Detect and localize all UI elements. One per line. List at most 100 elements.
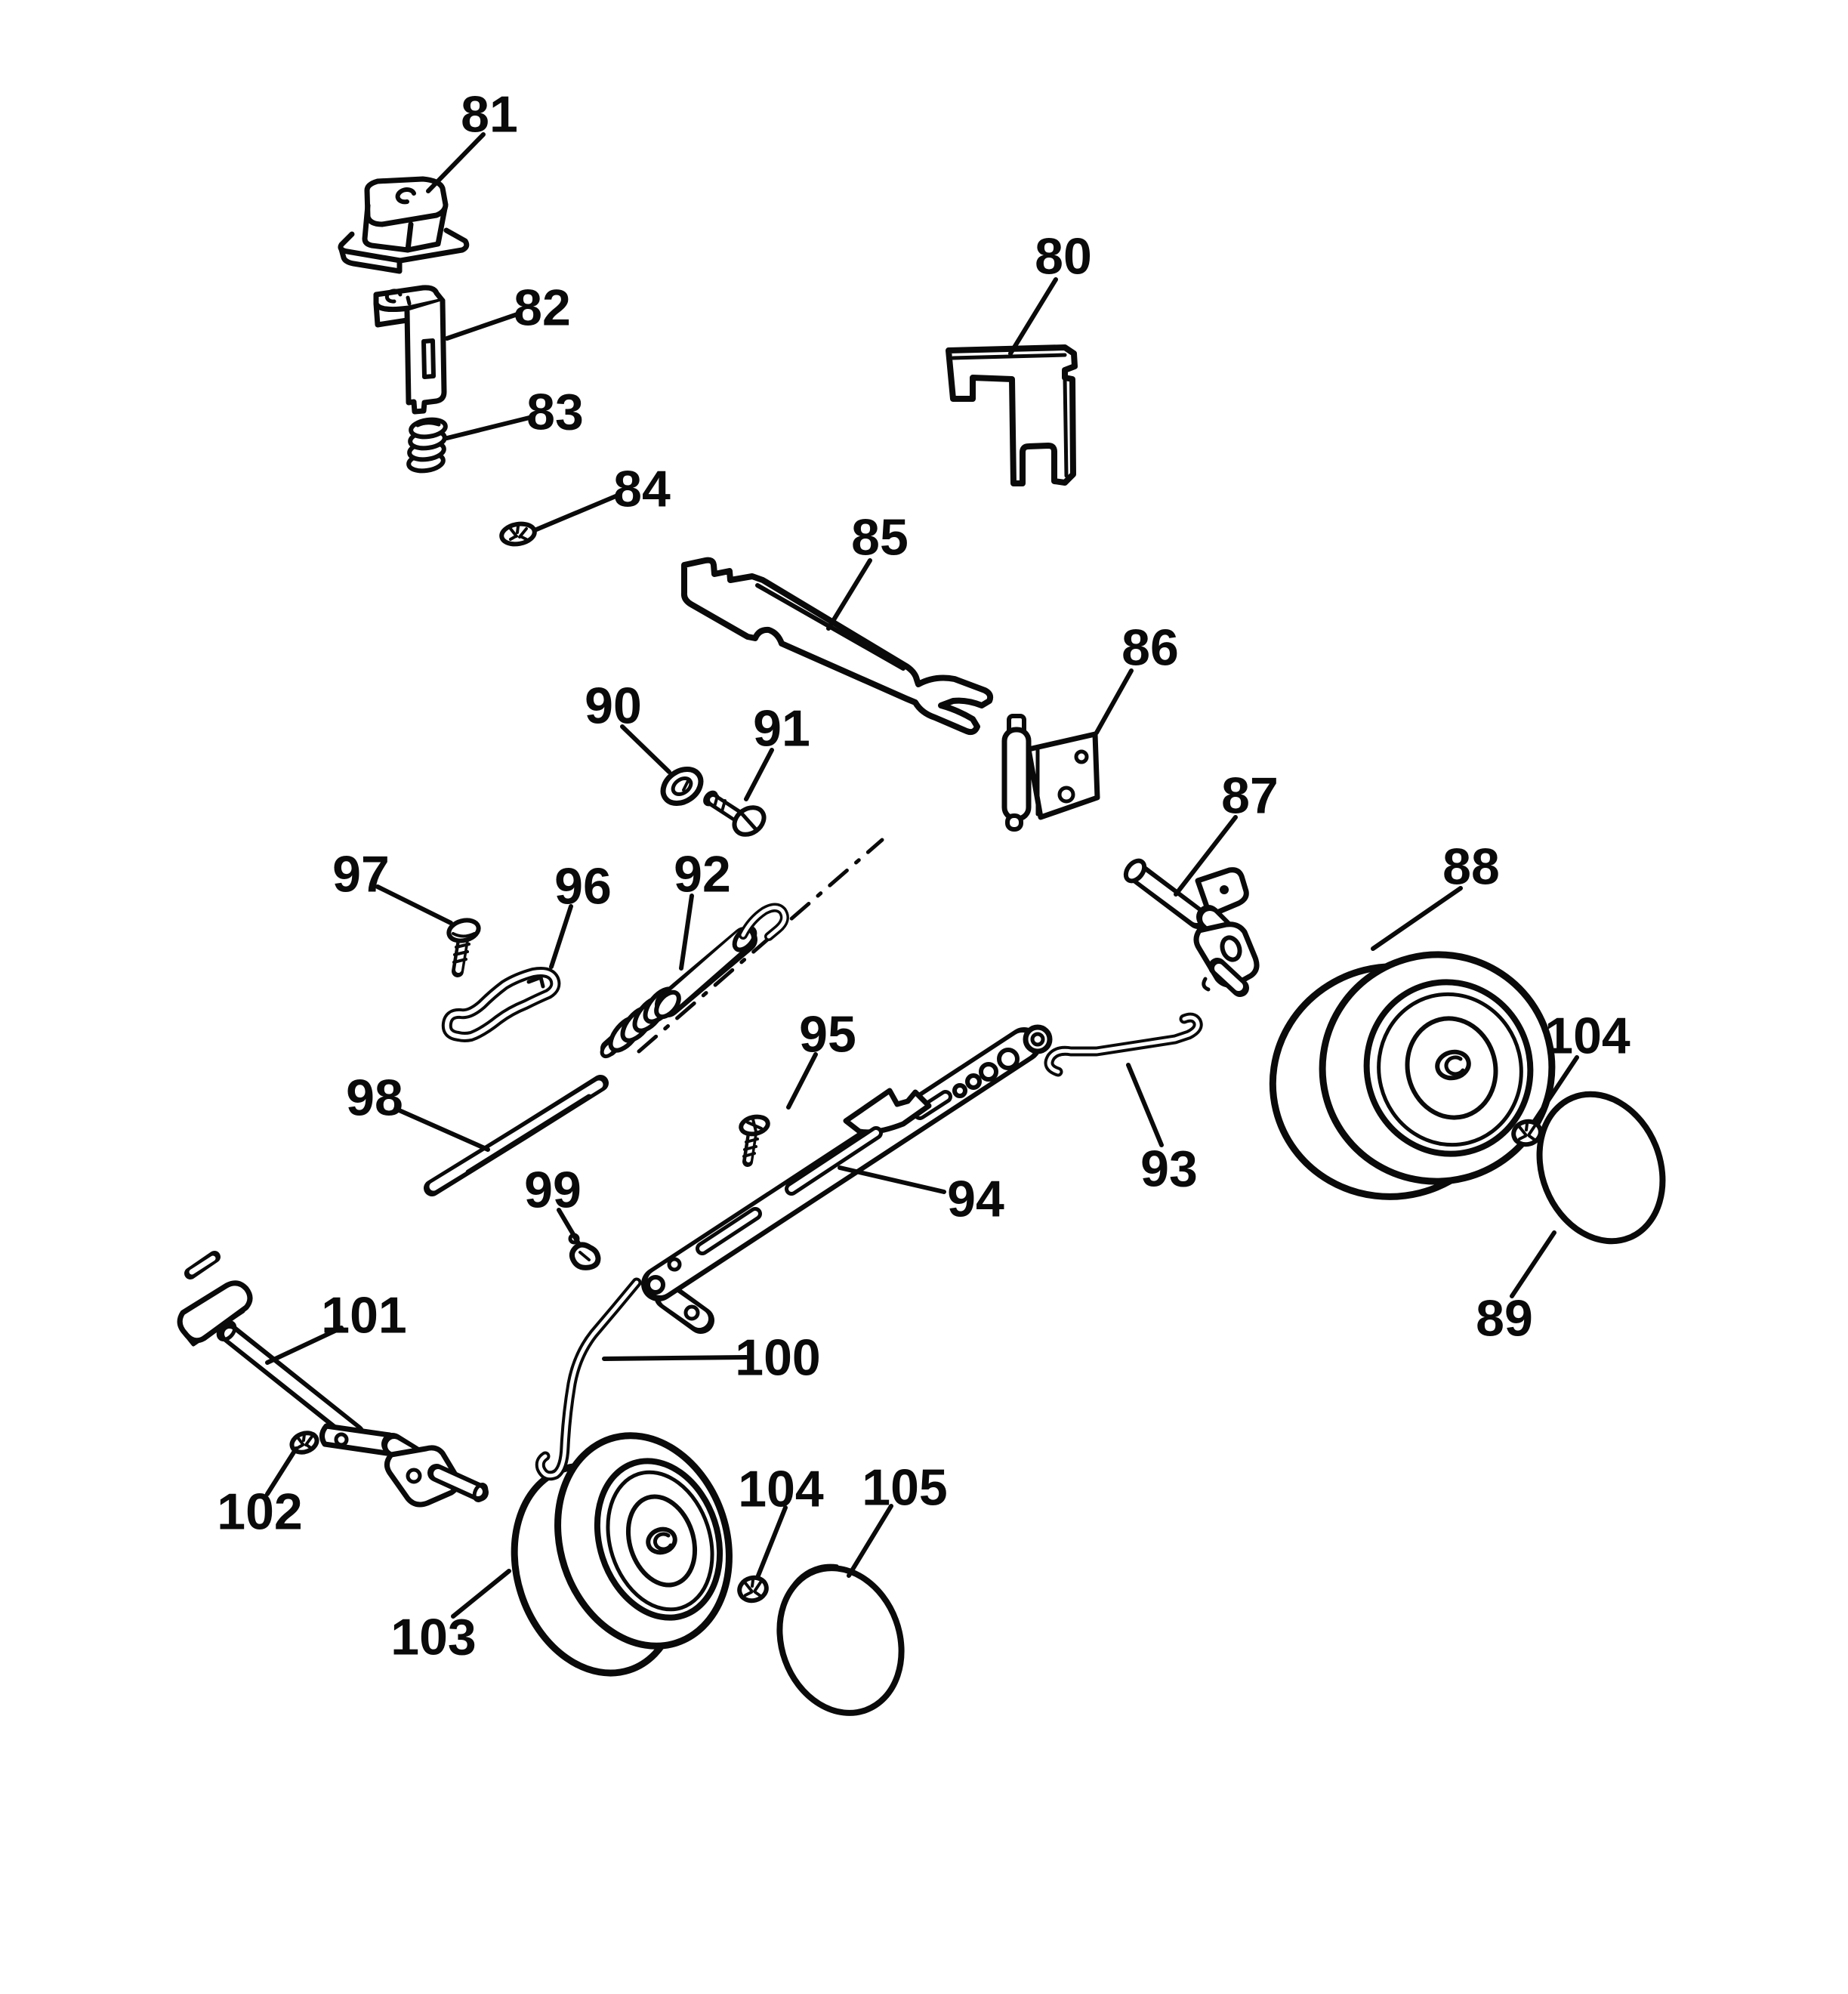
callout-label-91: 91 <box>753 699 810 757</box>
part-100-wire-link <box>535 1277 642 1481</box>
part-103-wheel-assembly <box>511 1432 733 1677</box>
part-line <box>1220 885 1229 894</box>
part-line <box>1202 977 1211 992</box>
part-line <box>433 1469 483 1496</box>
callout-label-85: 85 <box>851 508 909 566</box>
callout-leader-86 <box>1094 668 1134 735</box>
callout-label-104: 104 <box>1544 1007 1630 1064</box>
part-line <box>429 1080 603 1191</box>
callout-label-104: 104 <box>738 1460 824 1517</box>
part-line <box>1074 749 1089 764</box>
callout-label-93: 93 <box>1140 1140 1198 1197</box>
callout-leader-82 <box>445 311 522 341</box>
callout-label-90: 90 <box>585 677 642 734</box>
part-line <box>1044 1012 1203 1077</box>
part-97-screw <box>446 918 481 977</box>
callout-leader-91 <box>744 748 774 801</box>
part-line <box>1057 786 1075 804</box>
callout-leader-102 <box>265 1446 298 1496</box>
part-line <box>1377 992 1523 1147</box>
callout-label-99: 99 <box>524 1161 582 1218</box>
part-line <box>997 1048 1020 1070</box>
part-line <box>578 1251 591 1261</box>
part-85-lever <box>680 557 994 736</box>
part-102-push-nut <box>289 1431 319 1455</box>
part-line <box>465 1094 592 1175</box>
callout-leader-94 <box>838 1165 946 1194</box>
callout-label-82: 82 <box>514 279 571 336</box>
part-86-hinge-bracket <box>1001 714 1100 832</box>
callout-label-84: 84 <box>613 460 671 517</box>
callout-leader-104 <box>1532 1055 1579 1123</box>
part-90-washer <box>660 766 704 807</box>
part-line <box>667 1257 682 1272</box>
callout-leader-84 <box>532 492 622 532</box>
part-line <box>177 176 1666 1716</box>
part-line <box>296 1433 313 1450</box>
part-line <box>421 338 436 379</box>
part-line <box>362 202 414 253</box>
callout-label-103: 103 <box>390 1608 476 1665</box>
part-line <box>742 1137 759 1158</box>
part-91-bolt <box>703 790 767 837</box>
part-line <box>384 1445 461 1508</box>
part-105-hubcap <box>776 1563 905 1716</box>
callout-label-81: 81 <box>461 85 518 143</box>
part-87-axle-arm <box>1123 858 1260 997</box>
part-line <box>1131 867 1202 923</box>
part-line <box>952 1083 967 1098</box>
callout-label-89: 89 <box>1476 1289 1533 1347</box>
part-line <box>224 1329 359 1437</box>
part-line <box>606 1470 714 1612</box>
part-line <box>444 970 558 1039</box>
callout-leader-81 <box>426 132 486 193</box>
callout-label-87: 87 <box>1221 767 1279 824</box>
hub-c-clip-icon <box>1444 1055 1465 1076</box>
part-line <box>1123 858 1147 884</box>
part-line <box>1001 727 1032 822</box>
callout-leader-83 <box>445 415 535 440</box>
part-line <box>776 1565 905 1716</box>
part-line <box>1539 1091 1597 1141</box>
part-line <box>472 1483 489 1502</box>
part-line <box>373 301 410 328</box>
callout-leader-88 <box>1371 886 1463 951</box>
cap-marking <box>395 187 416 205</box>
callout-label-102: 102 <box>217 1483 302 1540</box>
part-line <box>1518 1122 1536 1141</box>
part-line <box>538 1280 639 1478</box>
callout-leader-85 <box>826 558 872 631</box>
hub-c-clip-icon <box>653 1532 673 1551</box>
part-line <box>951 353 1069 478</box>
callout-leader-98 <box>393 1107 490 1152</box>
part-line <box>843 1088 932 1135</box>
callout-leader-92 <box>679 894 694 971</box>
part-line <box>965 1073 982 1090</box>
part-line <box>680 557 994 736</box>
part-line <box>338 227 470 264</box>
part-80-plate-bracket <box>946 344 1078 486</box>
callout-leader-95 <box>786 1052 818 1110</box>
callout-label-94: 94 <box>947 1170 1004 1227</box>
part-88-wheel-assembly <box>1269 951 1556 1200</box>
callout-leader-89 <box>1510 1230 1556 1298</box>
part-84-push-nut <box>499 521 537 547</box>
callout-label-96: 96 <box>554 857 612 915</box>
callout-leader-104 <box>756 1505 788 1578</box>
part-line <box>216 1320 237 1342</box>
part-line <box>189 1255 216 1275</box>
part-line <box>338 246 403 274</box>
part-line <box>452 932 476 938</box>
part-line <box>1030 1032 1045 1047</box>
callout-label-92: 92 <box>674 845 731 903</box>
callout-label-83: 83 <box>526 383 584 440</box>
callout-leader-103 <box>451 1569 511 1619</box>
part-line <box>625 1494 698 1588</box>
callout-label-97: 97 <box>332 845 390 903</box>
part-line <box>452 943 470 964</box>
part-94-adjuster-bracket <box>641 1024 1053 1334</box>
callout-label-100: 100 <box>735 1329 820 1386</box>
callout-label-98: 98 <box>346 1069 403 1126</box>
part-line <box>334 1432 349 1447</box>
